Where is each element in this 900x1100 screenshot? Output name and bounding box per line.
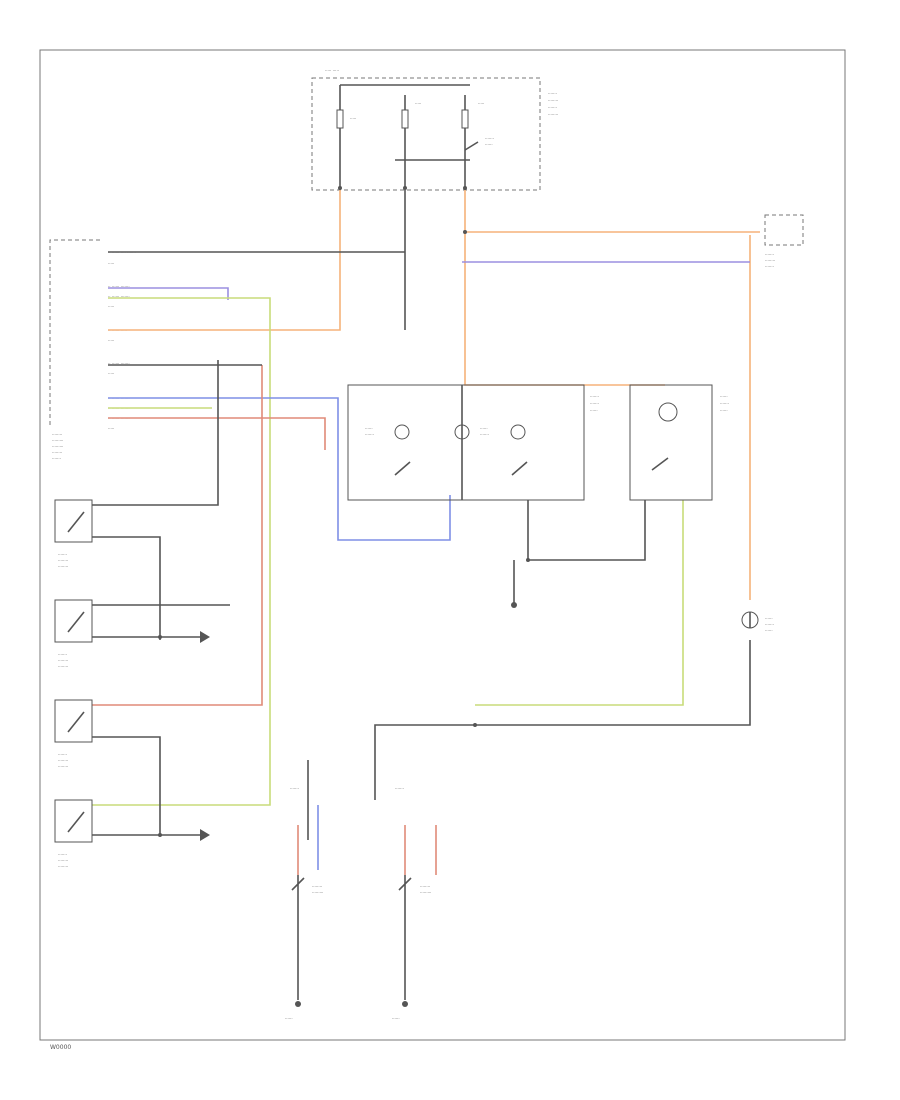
wire-blue bbox=[108, 397, 451, 541]
wire-red bbox=[108, 417, 326, 450]
wire-red bbox=[92, 365, 263, 706]
fuse-block: ····· ····· ······· ········ ······· ···… bbox=[311, 68, 558, 191]
svg-text:········: ········ bbox=[58, 864, 68, 869]
svg-text:······: ······ bbox=[765, 616, 773, 621]
top-right-component: ······· ········ ······· bbox=[764, 214, 804, 269]
svg-text:·······: ······· bbox=[548, 105, 557, 110]
svg-text:·····: ····· bbox=[108, 261, 114, 266]
svg-text:······: ······ bbox=[365, 426, 373, 431]
svg-text:······: ······ bbox=[392, 1016, 400, 1021]
svg-text:······: ······ bbox=[590, 408, 598, 413]
svg-text:········: ········ bbox=[58, 764, 68, 769]
wire-yellow-green bbox=[92, 297, 271, 806]
svg-text:·······: ······· bbox=[590, 401, 599, 406]
svg-text:·······: ······· bbox=[290, 786, 299, 791]
svg-text:·····: ····· bbox=[108, 338, 114, 343]
svg-text:·······: ······· bbox=[765, 264, 774, 269]
diagram-code: W0000 bbox=[50, 1044, 72, 1051]
svg-text:····· ·····: ····· ····· bbox=[325, 68, 339, 73]
wire-orange bbox=[464, 232, 665, 386]
svg-text:·····: ····· bbox=[108, 426, 114, 431]
svg-text:·········: ········· bbox=[52, 438, 63, 443]
svg-text:········: ········ bbox=[58, 564, 68, 569]
wire-orange bbox=[464, 190, 760, 233]
svg-text:·······: ······· bbox=[58, 552, 67, 557]
svg-text:········: ········ bbox=[58, 858, 68, 863]
indicator-panel: ······ ······· ······ ······· ······· ··… bbox=[347, 384, 599, 501]
svg-text:······: ······ bbox=[485, 142, 493, 147]
svg-text:········: ········ bbox=[548, 98, 558, 103]
svg-text:·······: ······· bbox=[480, 432, 489, 437]
svg-text:·······: ······· bbox=[720, 401, 729, 406]
svg-text:·········: ········· bbox=[312, 890, 323, 895]
svg-text:······: ······ bbox=[720, 408, 728, 413]
svg-text:······: ······ bbox=[720, 394, 728, 399]
diagram-frame bbox=[39, 49, 846, 1041]
left-switch: ······· ········ ········ bbox=[54, 699, 93, 769]
left-switch: ······· ········ ········ bbox=[54, 799, 93, 869]
svg-text:·······: ······· bbox=[765, 622, 774, 627]
svg-text:·········: ········· bbox=[52, 444, 63, 449]
svg-text:·······: ······· bbox=[395, 786, 404, 791]
svg-text:········: ········ bbox=[765, 258, 775, 263]
svg-text:·· ······ ·······: ·· ······ ······· bbox=[108, 361, 130, 366]
bottom-switch: ········ ········· ······ ······· bbox=[392, 786, 431, 1021]
svg-text:·······: ······· bbox=[58, 652, 67, 657]
svg-text:·······: ······· bbox=[590, 394, 599, 399]
svg-text:······: ······ bbox=[480, 426, 488, 431]
left-switch: ······· ········ ········ bbox=[54, 599, 93, 669]
svg-text:········: ········ bbox=[58, 758, 68, 763]
ground-symbol bbox=[200, 602, 517, 1007]
svg-text:········: ········ bbox=[58, 664, 68, 669]
svg-text:·····: ····· bbox=[478, 101, 484, 106]
svg-text:·······: ······· bbox=[485, 136, 494, 141]
svg-text:········: ········ bbox=[58, 558, 68, 563]
right-indicator: ······ ······· ······ bbox=[629, 384, 729, 501]
svg-text:·····: ····· bbox=[108, 304, 114, 309]
svg-text:······: ······ bbox=[285, 1016, 293, 1021]
svg-text:·····: ····· bbox=[108, 371, 114, 376]
svg-text:······: ······ bbox=[765, 628, 773, 633]
right-lamp: ······ ······· ······ bbox=[741, 611, 774, 633]
svg-text:········: ········ bbox=[52, 450, 62, 455]
svg-text:·······: ······· bbox=[52, 456, 61, 461]
svg-text:········: ········ bbox=[58, 658, 68, 663]
junction-dot bbox=[158, 230, 530, 837]
svg-text:········: ········ bbox=[420, 884, 430, 889]
svg-text:·······: ······· bbox=[548, 91, 557, 96]
svg-text:·· ······ ·······: ·· ······ ······· bbox=[108, 284, 130, 289]
wire-orange bbox=[108, 190, 341, 331]
svg-text:·· ······ ·······: ·· ······ ······· bbox=[108, 294, 130, 299]
svg-text:········: ········ bbox=[548, 112, 558, 117]
black-wires bbox=[92, 190, 751, 1000]
svg-text:·······: ······· bbox=[58, 752, 67, 757]
wire-violet bbox=[108, 287, 229, 300]
svg-text:·······: ······· bbox=[765, 252, 774, 257]
svg-text:·······: ······· bbox=[58, 852, 67, 857]
wire-yellow-green bbox=[475, 500, 684, 706]
svg-text:········: ········ bbox=[312, 884, 322, 889]
svg-text:·····: ····· bbox=[350, 116, 356, 121]
left-switch: ······· ········ ········ bbox=[54, 499, 93, 569]
svg-text:·········: ········· bbox=[420, 890, 431, 895]
svg-text:········: ········ bbox=[52, 432, 62, 437]
svg-text:·······: ······· bbox=[365, 432, 374, 437]
combination-switch: ········ ········· ········· ········ ··… bbox=[49, 239, 136, 461]
bottom-switch: ········ ········· ······ ······· bbox=[285, 786, 323, 1021]
svg-text:·····: ····· bbox=[415, 101, 421, 106]
